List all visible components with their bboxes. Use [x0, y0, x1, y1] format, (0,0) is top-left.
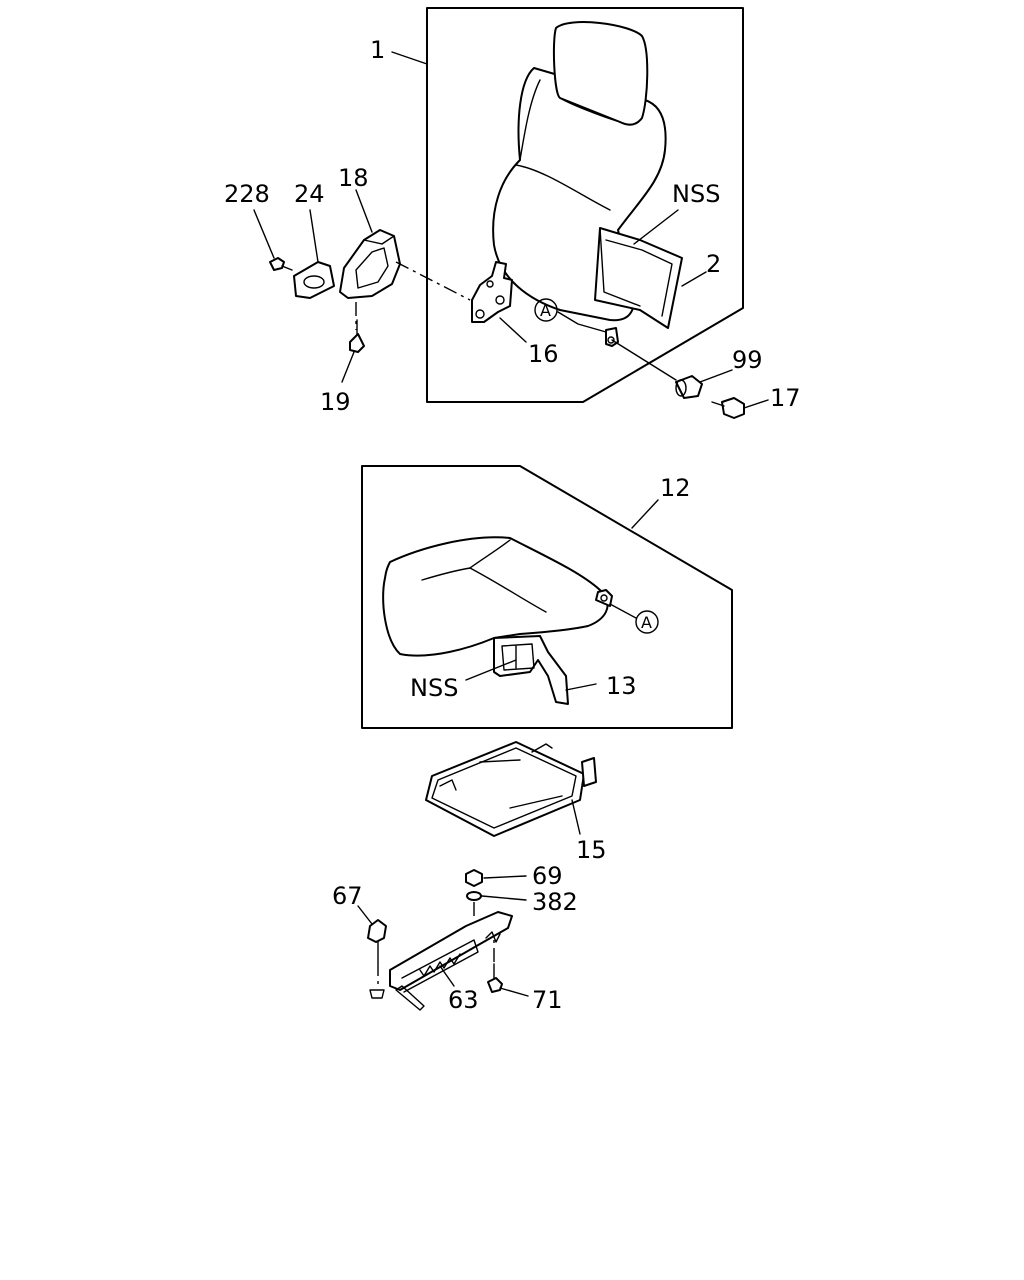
leader-nss-back — [633, 209, 679, 245]
bushing — [675, 375, 703, 399]
adjuster-nut — [465, 869, 483, 887]
cushion-mount-tab — [595, 589, 613, 607]
leader-99 — [699, 369, 733, 383]
callout-15: 15 — [576, 836, 607, 864]
leader-12 — [631, 499, 659, 529]
callout-17: 17 — [770, 384, 801, 412]
ref-a-back: A — [540, 301, 551, 320]
recliner-knob-face — [303, 275, 325, 289]
adjuster-lower-bolt — [487, 977, 503, 993]
recliner-cover — [339, 229, 401, 299]
cushion-frame-group: 15 — [425, 741, 607, 864]
callout-2: 2 — [706, 250, 721, 278]
knob-screw-shank — [281, 265, 293, 271]
callout-18: 18 — [338, 164, 369, 192]
seat-cushion-group: A 12 13 NSS — [361, 465, 733, 729]
seat-back-seam-2 — [519, 79, 541, 161]
cushion-frame-strap-1 — [479, 759, 521, 763]
leader-15 — [571, 799, 581, 835]
leader-17 — [743, 399, 769, 409]
leader-1 — [391, 51, 428, 65]
seat-cushion-frame — [361, 465, 733, 729]
leader-2 — [681, 271, 707, 287]
knob-screw — [269, 257, 285, 271]
bushing-end — [675, 379, 687, 397]
leader-67 — [357, 905, 373, 925]
bracket-hole-3 — [486, 280, 494, 288]
bracket-hole-1 — [475, 309, 485, 319]
ref-a-cushion: A — [641, 613, 652, 632]
leader-24 — [309, 209, 319, 263]
recliner-axis-line — [395, 261, 471, 301]
seat-adjuster-teeth — [419, 953, 461, 977]
leader-18 — [355, 189, 373, 233]
cover-screw — [349, 333, 365, 353]
leader-a-cushion — [609, 603, 637, 619]
callout-nss-back: NSS — [672, 180, 720, 208]
headrest-edge — [559, 97, 621, 123]
leader-69 — [483, 875, 527, 879]
callout-nss-cushion: NSS — [410, 674, 458, 702]
cushion-trim-inner — [501, 643, 535, 671]
callout-67: 67 — [332, 882, 363, 910]
leader-13 — [565, 683, 597, 691]
leader-71 — [499, 987, 529, 997]
cushion-frame-bracket — [581, 757, 597, 787]
bracket-hole-2 — [495, 295, 505, 305]
seat-back-group: A 1 2 NSS 16 18 24 228 19 99 17 — [224, 7, 801, 419]
seat-back-frame — [426, 7, 744, 403]
recliner-cover-rim — [363, 235, 395, 245]
callout-16: 16 — [528, 340, 559, 368]
ref-a-back-circle — [534, 298, 558, 322]
cushion-frame-strap-2 — [509, 795, 563, 809]
callout-228: 228 — [224, 180, 270, 208]
callout-71: 71 — [532, 986, 563, 1014]
ref-a-cushion-circle — [635, 610, 659, 634]
leader-16 — [499, 317, 527, 343]
back-trim-panel-fold — [599, 227, 641, 307]
pivot-hole — [607, 336, 615, 344]
pivot-bolt — [721, 397, 745, 419]
pivot-bolt-shank — [711, 401, 725, 407]
cushion-trim-panel — [493, 635, 569, 705]
callout-12: 12 — [660, 474, 691, 502]
seat-adjuster-lever — [395, 985, 425, 1011]
seat-adjuster-group: 67 69 382 71 63 — [332, 862, 578, 1014]
seat-back-seam — [515, 164, 611, 211]
recliner-bracket — [471, 261, 513, 323]
recliner-knob — [293, 261, 335, 299]
callout-99: 99 — [732, 346, 763, 374]
seat-cushion-seam-2 — [469, 539, 511, 569]
callout-24: 24 — [294, 180, 325, 208]
callout-19: 19 — [320, 388, 351, 416]
recliner-cover-inner — [355, 247, 389, 289]
cushion-wire-frame-inner — [431, 747, 577, 829]
cushion-frame-clip-2 — [439, 779, 457, 791]
callout-382: 382 — [532, 888, 578, 916]
leader-228 — [253, 209, 275, 259]
adjuster-washer — [466, 891, 482, 901]
seat-adjuster-spring — [485, 931, 501, 943]
leader-63 — [439, 965, 455, 987]
leader-382 — [481, 895, 527, 901]
callout-63: 63 — [448, 986, 479, 1014]
callout-13: 13 — [606, 672, 637, 700]
leader-a-back — [557, 311, 607, 333]
back-trim-panel-inner — [605, 239, 673, 317]
headrest — [552, 21, 649, 126]
adjuster-bolt — [367, 919, 387, 943]
cushion-mount-hole — [600, 594, 608, 602]
seat-cushion-body — [382, 536, 609, 657]
seat-adjuster-foot — [369, 989, 385, 999]
leader-nss-cushion — [465, 659, 517, 681]
cushion-frame-clip-1 — [531, 743, 553, 753]
seat-adjuster-rail-lower — [401, 939, 479, 993]
pivot-axis-line — [611, 339, 677, 381]
cushion-wire-frame — [425, 741, 585, 837]
callout-1: 1 — [370, 36, 385, 64]
callout-69: 69 — [532, 862, 563, 890]
leader-19 — [341, 351, 355, 383]
